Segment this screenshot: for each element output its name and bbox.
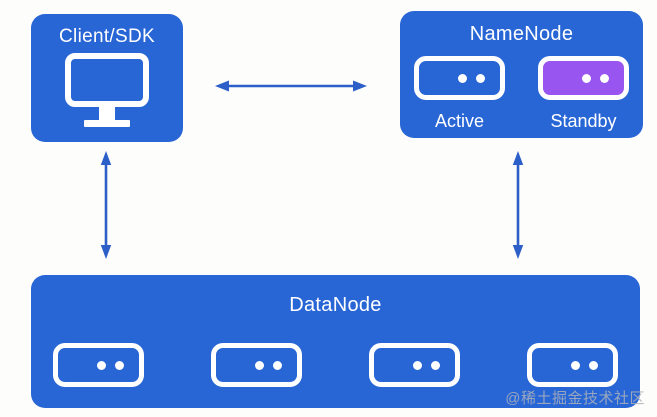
server-leds [255,360,282,370]
server-icon-standby [538,56,629,100]
namenode-box: NameNode Active Standby [400,11,643,138]
server-icon [527,343,618,387]
led-dot [255,360,264,370]
server-icon [211,343,302,387]
led-dot [431,360,440,370]
namenode-title: NameNode [469,23,574,45]
led-dot [413,360,422,370]
led-dot [458,73,467,83]
server-icon-active [414,56,505,100]
server-leds [458,73,485,83]
server-icon [369,343,460,387]
server-leds [97,360,124,370]
datanode-servers [31,343,640,387]
datanode-title: DataNode [289,294,382,316]
server-leds [582,73,609,83]
led-dot [571,360,580,370]
standby-label: Standby [550,111,617,131]
arrow-client-namenode [215,80,367,92]
namenode-servers: Active Standby [400,56,643,132]
namenode-active-item: Active [414,56,505,132]
led-dot [589,360,598,370]
datanode-box: DataNode [31,275,640,408]
arrow-client-datanode [100,151,112,259]
led-dot [97,360,106,370]
client-sdk-box: Client/SDK [31,14,183,142]
monitor-screen [65,53,149,107]
led-dot [476,73,485,83]
monitor-icon [65,53,149,127]
client-sdk-title: Client/SDK [59,26,155,47]
watermark-text: @稀土掘金技术社区 [505,390,645,407]
monitor-stand-neck [99,107,115,120]
led-dot [273,360,282,370]
arrow-namenode-datanode [512,151,524,259]
led-dot [600,73,609,83]
led-dot [115,360,124,370]
monitor-stand-base [84,120,130,127]
server-leds [571,360,598,370]
server-icon [53,343,144,387]
server-leds [413,360,440,370]
led-dot [582,73,591,83]
active-label: Active [434,111,485,131]
namenode-standby-item: Standby [538,56,629,132]
